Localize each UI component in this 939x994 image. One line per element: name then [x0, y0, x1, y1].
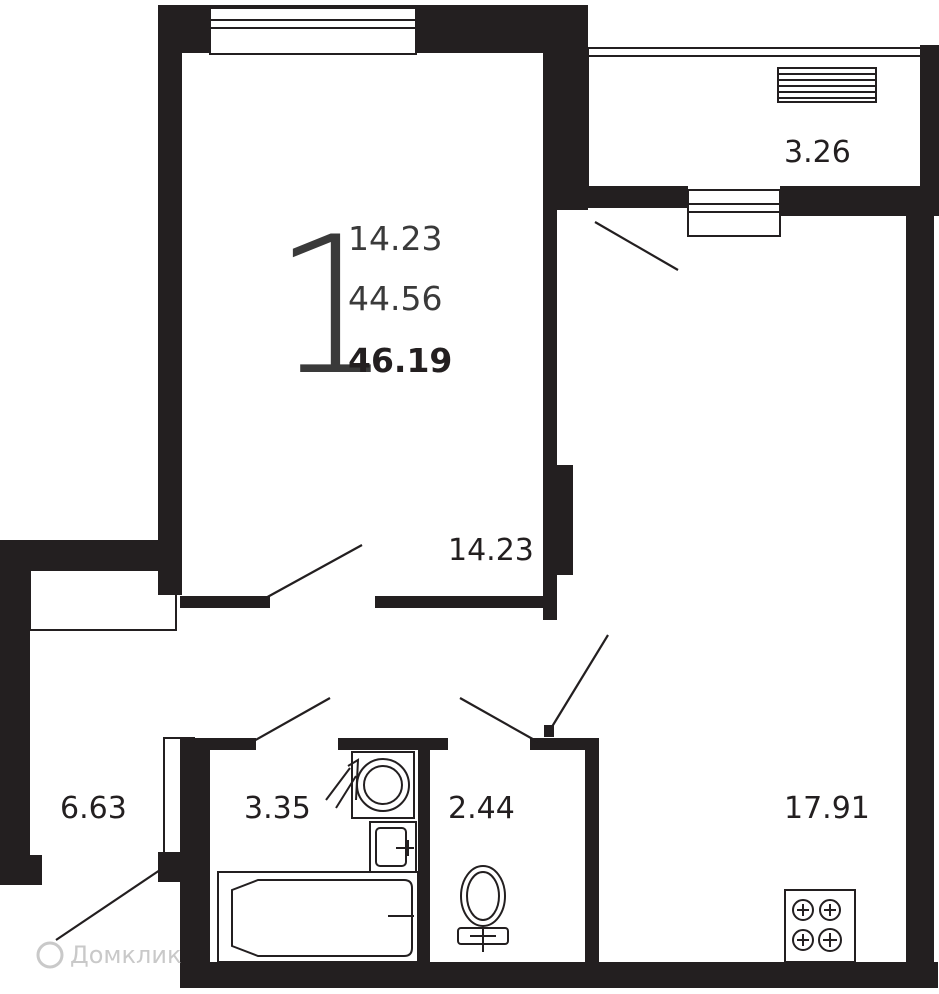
watermark-logo-icon: [36, 941, 64, 969]
wall-toilet-top-right: [530, 738, 598, 750]
toilet-area: 2.44: [448, 791, 515, 826]
wall-room-kitchen-top: [543, 5, 588, 210]
walls: [0, 5, 939, 988]
wall-hall-bottom-stub: [0, 855, 42, 885]
door-kitchen: [549, 634, 609, 731]
wall-pillar: [557, 465, 573, 575]
thin-lines: [29, 47, 922, 857]
washing-machine-icon: [325, 751, 415, 819]
watermark: Домклик: [36, 941, 181, 969]
radiator-icon: [777, 67, 877, 103]
wall-hall-left: [0, 540, 30, 885]
wall-room-bottom-left: [180, 596, 270, 608]
wall-kitchen-right: [906, 200, 934, 980]
wall-hall-top: [0, 540, 182, 570]
wall-bath-toilet: [418, 738, 430, 968]
wall-balcony-right: [920, 45, 939, 215]
stove-icon: [784, 889, 856, 963]
wall-room-kitchen: [543, 210, 557, 620]
summary-block: 1 14.23 44.56 46.19: [272, 196, 452, 417]
wall-kitchen-top-left: [588, 186, 688, 208]
living-area-value: 14.23: [348, 219, 442, 258]
toilet-icon: [457, 865, 509, 952]
wall-bath-top-mid: [338, 738, 448, 750]
total-with-balcony-value: 46.19: [348, 341, 452, 380]
wall-room-bottom-right: [375, 596, 555, 608]
bathroom-area: 3.35: [244, 791, 311, 826]
total-area-value: 44.56: [348, 279, 442, 318]
fixtures: [217, 751, 856, 963]
wall-toilet-kitchen: [585, 738, 599, 968]
door-balcony: [594, 221, 679, 271]
windows: [209, 7, 877, 237]
balcony-area: 3.26: [784, 135, 851, 170]
room-count: 1: [272, 196, 393, 417]
hall-area: 6.63: [60, 791, 127, 826]
door-toilet: [459, 697, 539, 743]
bathtub-icon: [217, 871, 419, 963]
room-area: 14.23: [448, 533, 534, 568]
window-room: [209, 7, 417, 55]
door-room: [261, 544, 363, 601]
sink-icon: [369, 821, 417, 873]
watermark-text: Домклик: [70, 941, 181, 969]
room-labels: 3.26 14.23 17.91 6.63 3.35 2.44: [60, 135, 870, 826]
doors: [55, 221, 679, 941]
wall-left-room: [158, 5, 182, 595]
wall-bottom: [180, 962, 938, 988]
wall-bath-top-left: [196, 738, 256, 750]
door-bathroom: [251, 697, 331, 743]
door-entrance: [55, 869, 161, 941]
kitchen-area: 17.91: [784, 791, 870, 826]
